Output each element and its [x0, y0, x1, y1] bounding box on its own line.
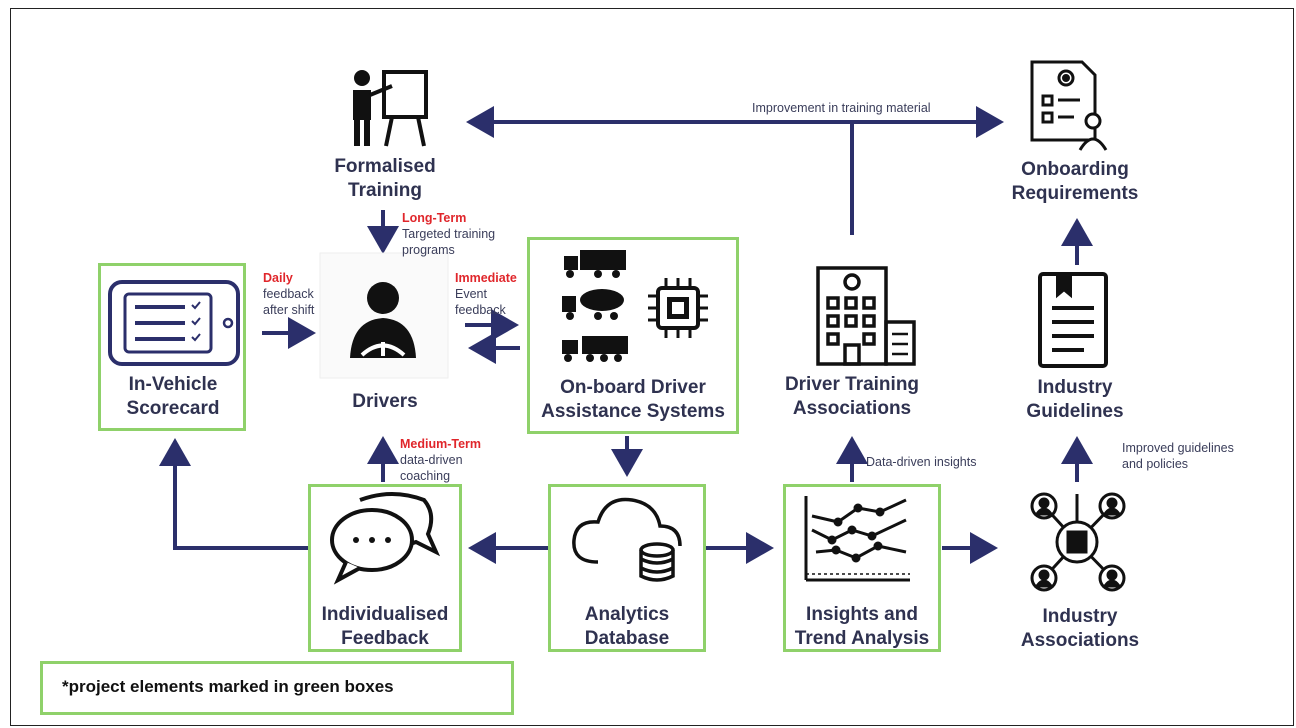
onboard-green-box	[527, 237, 739, 434]
tablet-scorecard-icon	[108, 280, 240, 366]
diagram-frame	[10, 8, 1294, 726]
legend-text: *project elements marked in green boxes	[62, 677, 394, 696]
analytics-database-label: Analytics Database	[584, 604, 670, 649]
in-vehicle-scorecard-label: In-Vehicle Scorecard	[126, 374, 220, 419]
guidelines-document-icon	[1038, 272, 1108, 368]
association-network-icon	[1030, 492, 1126, 592]
daily-label: Daily feedback after shift	[263, 270, 343, 318]
arrow-feedback-to-scorecard	[159, 438, 308, 550]
onboarding-requirements-label: Onboarding Requirements	[1011, 159, 1139, 204]
immediate-title: Immediate	[455, 271, 517, 285]
scorecard-green-box	[98, 263, 246, 431]
long-term-label: Long-Term Targeted training programs	[402, 210, 532, 258]
cloud-database-icon	[572, 497, 682, 582]
onboarding-document-icon	[1030, 60, 1108, 151]
insights-trend-label: Insights and Trend Analysis	[794, 604, 930, 649]
formalised-training-label: Formalised Training	[334, 156, 436, 201]
training-associations-label: Driver Training Associations	[784, 374, 920, 419]
trend-chart-icon	[804, 496, 910, 582]
long-term-title: Long-Term	[402, 211, 467, 225]
trucks-icon	[562, 250, 628, 362]
medium-term-title: Medium-Term	[400, 437, 482, 451]
industry-associations-label: Industry Associations	[1020, 606, 1140, 651]
long-term-text: Targeted training programs	[402, 227, 496, 257]
analytics-green-box	[548, 484, 706, 652]
chip-icon	[648, 278, 708, 338]
improvement-training-label: Improvement in training material	[752, 101, 931, 115]
industry-guidelines-label: Industry Guidelines	[1026, 377, 1124, 422]
speech-bubbles-icon	[330, 492, 441, 585]
immediate-label: Immediate Event feedback	[455, 270, 535, 318]
drivers-label: Drivers	[352, 391, 418, 412]
legend-green-box	[40, 661, 514, 715]
onboard-systems-label: On-board Driver Assistance Systems	[541, 377, 725, 422]
data-driven-insights-label: Data-driven insights	[866, 455, 977, 469]
medium-term-text: data-driven coaching	[400, 453, 463, 483]
individualised-feedback-label: Individualised Feedback	[321, 604, 449, 649]
medium-term-label: Medium-Term data-driven coaching	[400, 436, 510, 484]
immediate-text: Event feedback	[455, 287, 506, 317]
presenter-icon	[353, 70, 428, 147]
insights-green-box	[783, 484, 941, 652]
training-building-icon	[816, 266, 916, 366]
feedback-green-box	[308, 484, 462, 652]
daily-text: feedback after shift	[263, 287, 315, 317]
improved-guidelines-label: Improved guidelines and policies	[1122, 441, 1234, 471]
driver-icon	[319, 252, 449, 379]
daily-title: Daily	[263, 271, 293, 285]
